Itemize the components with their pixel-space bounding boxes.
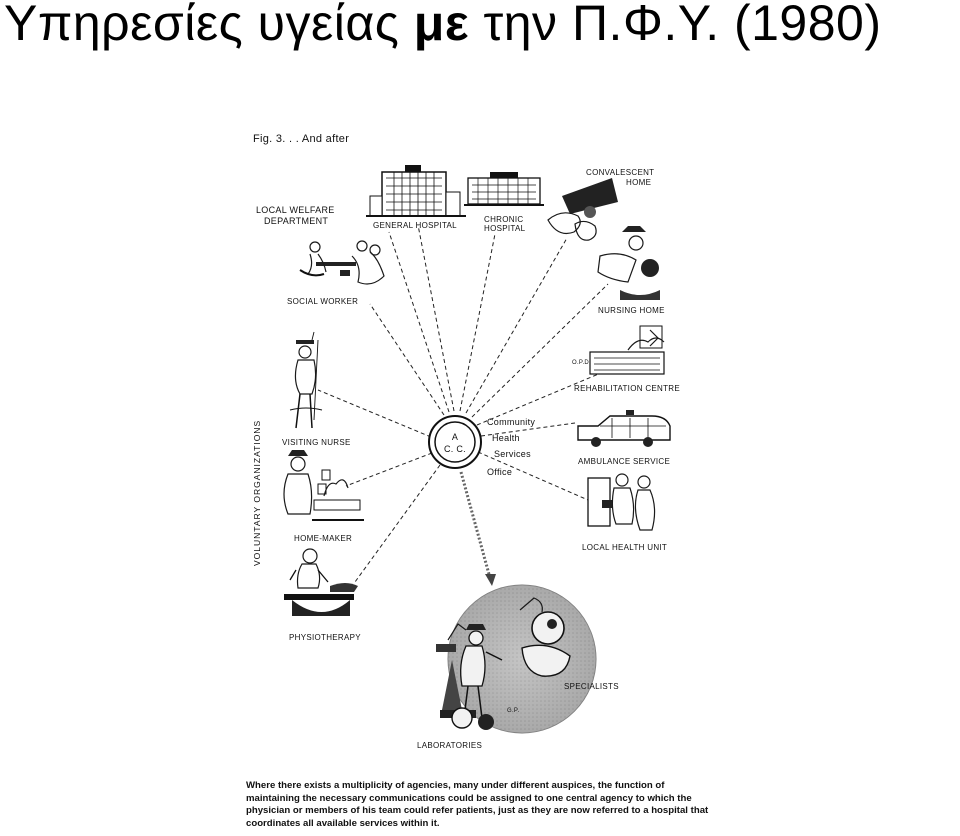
arrow-head (485, 574, 496, 586)
label-nursing-home: NURSING HOME (598, 306, 665, 315)
label-general-hospital: GENERAL HOSPITAL (373, 221, 457, 230)
center-letter-cc: C. C. (444, 444, 466, 454)
label-physiotherapy: PHYSIOTHERAPY (289, 633, 361, 642)
center-label-health: Health (492, 433, 520, 443)
connector-lines (318, 225, 620, 586)
label-laboratories: LABORATORIES (417, 741, 482, 750)
nursing-home-illustration (598, 226, 660, 300)
label-convalescent-line2: HOME (626, 178, 651, 187)
label-opd: O.P.D. (572, 360, 591, 366)
center-circle: A C. C. (429, 416, 481, 468)
line-convalescent (466, 238, 567, 413)
label-specialists: SPECIALISTS (564, 682, 619, 691)
figure-caption: Where there exists a multiplicity of age… (246, 780, 716, 830)
line-physiotherapy (355, 465, 440, 582)
label-ambulance: AMBULANCE SERVICE (578, 457, 670, 466)
convalescent-illustration (548, 178, 618, 240)
social-worker-illustration (300, 241, 384, 284)
rehab-illustration (590, 326, 664, 374)
label-social-worker: SOCIAL WORKER (287, 297, 358, 306)
visiting-nurse-illustration (290, 332, 322, 428)
physiotherapy-illustration (284, 549, 358, 616)
label-voluntary-organizations: VOLUNTARY ORGANIZATIONS (252, 420, 262, 566)
label-rehab: REHABILITATION CENTRE (574, 384, 680, 393)
local-health-unit-illustration (588, 474, 655, 530)
line-nursing-home (472, 284, 608, 417)
line-social-worker (370, 304, 444, 415)
line-specialists (461, 472, 490, 578)
center-label-services: Services (494, 449, 531, 459)
line-chronic-hospital (460, 234, 495, 411)
figure-label: Fig. 3. . . And after (253, 133, 349, 145)
label-gp: G.P. (507, 708, 519, 714)
center-label-community: Community (487, 417, 535, 427)
label-local-health: LOCAL HEALTH UNIT (582, 543, 667, 552)
chronic-hospital-illustration (464, 172, 544, 205)
home-maker-illustration (284, 450, 364, 520)
line-visiting-nurse (318, 390, 431, 437)
center-label-office: Office (487, 467, 512, 477)
label-chronic-line2: HOSPITAL (484, 224, 526, 233)
label-home-maker: HOME-MAKER (294, 534, 352, 543)
line-general-hospital-left (389, 232, 449, 412)
label-chronic-line1: CHRONIC (484, 215, 523, 224)
label-welfare-line2: DEPARTMENT (264, 216, 328, 226)
line-general-hospital-right (418, 225, 454, 411)
center-letter-a: A (452, 432, 458, 442)
ambulance-illustration (578, 410, 670, 447)
label-convalescent-line1: CONVALESCENT (586, 168, 654, 177)
general-hospital-illustration (366, 165, 466, 216)
line-home-maker (346, 453, 432, 486)
label-welfare-line1: LOCAL WELFARE (256, 205, 335, 215)
label-visiting-nurse: VISITING NURSE (282, 438, 351, 447)
